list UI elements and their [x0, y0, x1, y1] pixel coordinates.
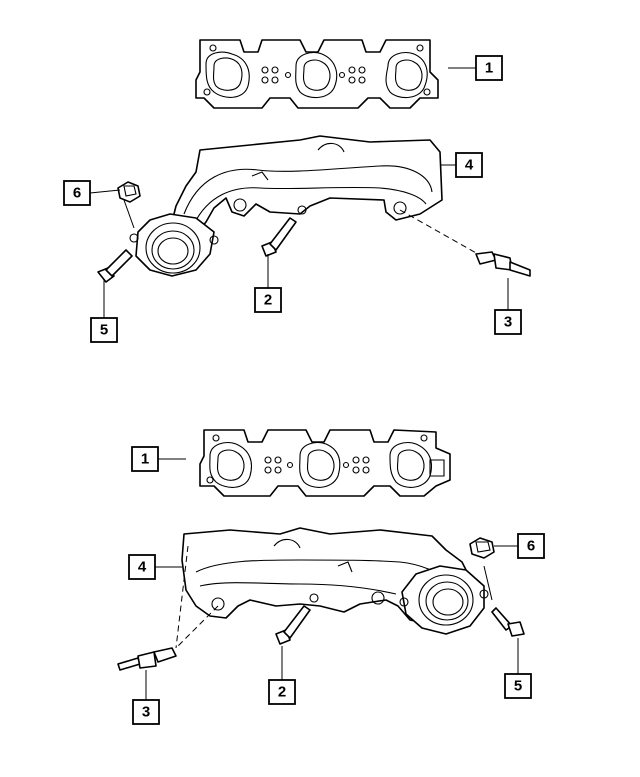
svg-text:4: 4	[465, 157, 474, 174]
bottom-callout-2: 2	[268, 679, 296, 705]
top-callout-4: 4	[455, 152, 483, 178]
svg-text:6: 6	[527, 538, 535, 555]
top-callout-5: 5	[90, 317, 118, 343]
svg-text:2: 2	[264, 292, 272, 309]
bottom-manifold-gasket	[199, 429, 451, 497]
bottom-callout-4: 4	[128, 554, 156, 580]
top-callout-3: 3	[494, 309, 522, 335]
top-flange-stud	[97, 249, 133, 283]
top-manifold-gasket	[195, 39, 439, 109]
top-flange-nut	[117, 181, 141, 203]
svg-text:5: 5	[514, 678, 522, 695]
svg-text:4: 4	[138, 559, 147, 576]
svg-text:5: 5	[100, 322, 108, 339]
bottom-callout-6: 6	[517, 533, 545, 559]
bottom-callout-3: 3	[132, 699, 160, 725]
bottom-callout-1: 1	[131, 446, 159, 472]
svg-text:3: 3	[142, 704, 150, 721]
bottom-flange-nut	[469, 537, 495, 559]
top-exhaust-manifold	[129, 135, 443, 277]
top-callout-6: 6	[63, 180, 91, 206]
top-manifold-bolt	[261, 217, 297, 257]
top-callout-2: 2	[254, 287, 282, 313]
svg-text:2: 2	[278, 684, 286, 701]
bottom-flange-stud	[491, 607, 525, 637]
bottom-exhaust-manifold	[181, 527, 489, 635]
bottom-callout-5: 5	[504, 673, 532, 699]
svg-text:1: 1	[485, 60, 493, 77]
bottom-oxygen-sensor	[117, 647, 177, 671]
svg-text:3: 3	[504, 314, 512, 331]
bottom-manifold-bolt	[275, 605, 311, 645]
top-callout-1: 1	[475, 55, 503, 81]
svg-text:6: 6	[73, 185, 81, 202]
top-oxygen-sensor	[475, 251, 531, 277]
svg-text:1: 1	[141, 451, 149, 468]
